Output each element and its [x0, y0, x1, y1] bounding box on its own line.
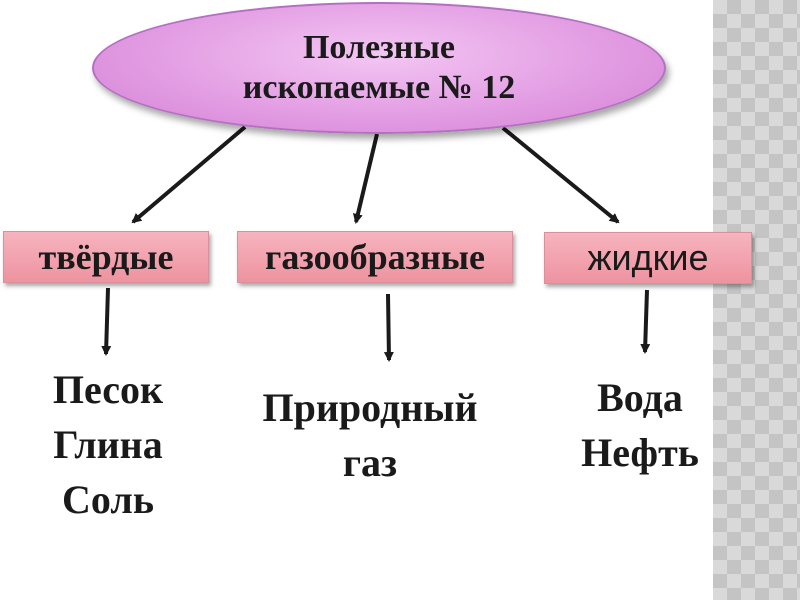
root-title-line2: ископаемые № 12 — [242, 69, 516, 106]
arrow-root-to-gas — [352, 133, 379, 224]
category-gas-label: газообразные — [265, 237, 485, 277]
arrow-gas-to-examples — [383, 293, 394, 362]
arrow-root-to-solid — [131, 125, 247, 224]
arrow-liquid-to-examples — [640, 289, 651, 354]
example-item: Нефть — [581, 430, 699, 475]
example-item: Вода — [597, 375, 683, 420]
decorative-side-pattern — [713, 0, 800, 600]
arrow-root-to-liquid — [501, 126, 620, 224]
category-liquid: жидкие — [544, 232, 752, 284]
examples-liquid: Вода Нефть — [560, 370, 720, 480]
category-liquid-label: жидкие — [587, 237, 709, 278]
examples-solid: Песок Глина Соль — [38, 362, 178, 527]
example-item: Песок — [52, 367, 164, 412]
arrow-solid-to-examples — [101, 287, 112, 356]
root-title: Полезные ископаемые № 12 — [199, 28, 559, 108]
example-item: Глина — [53, 422, 163, 467]
category-gas: газообразные — [237, 231, 513, 283]
root-node: Полезные ископаемые № 12 — [92, 2, 666, 134]
examples-gas: Природный газ — [245, 380, 495, 490]
example-item: Соль — [62, 477, 154, 522]
root-title-line1: Полезные — [302, 29, 456, 66]
example-item: Природный — [262, 385, 478, 430]
category-solid: твёрдые — [3, 231, 209, 283]
example-item: газ — [342, 440, 398, 485]
category-solid-label: твёрдые — [38, 237, 174, 277]
